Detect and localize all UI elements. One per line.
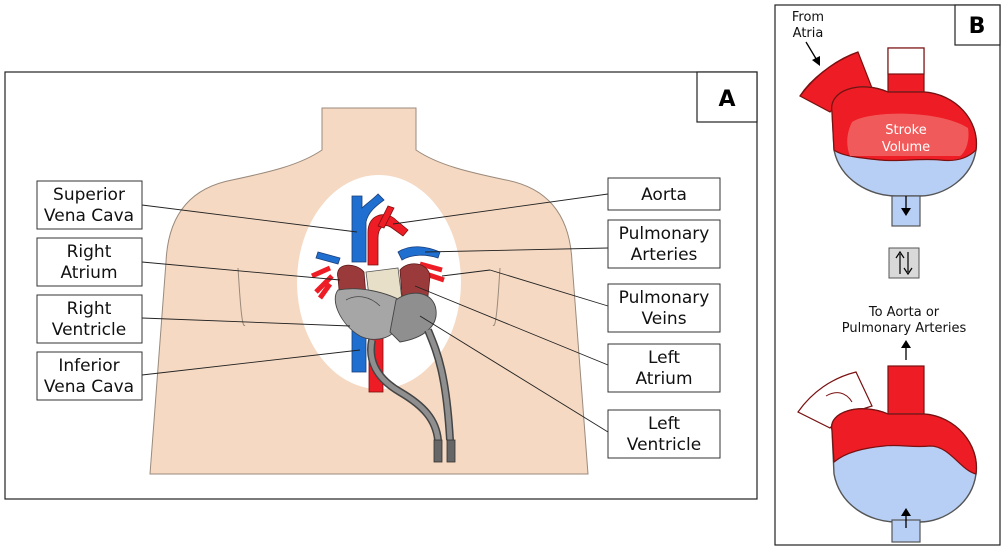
panel-a: Superior Vena Cava Right Atrium Right Ve… — [4, 71, 758, 500]
leader-lines — [141, 193, 609, 433]
from-atria-label: From — [792, 10, 824, 25]
label-aorta: Aorta — [607, 177, 721, 211]
svg-text:Atrium: Atrium — [635, 369, 692, 389]
label-pulmonary-arteries: Pulmonary Arteries — [607, 219, 721, 269]
label-right-atrium: Right Atrium — [36, 237, 143, 287]
label-left-ventricle: Left Ventricle — [607, 409, 721, 459]
svg-text:A: A — [718, 87, 735, 112]
pump-ejecting — [797, 365, 978, 543]
svg-text:Aorta: Aorta — [641, 185, 687, 205]
svg-text:Superior: Superior — [53, 185, 125, 205]
svg-text:Ventricle: Ventricle — [627, 435, 701, 455]
panel-a-letter: A — [696, 71, 758, 123]
heart-illustration — [310, 193, 456, 463]
svg-text:Arteries: Arteries — [631, 245, 698, 265]
svg-text:Right: Right — [67, 299, 112, 319]
label-pulmonary-veins: Pulmonary Veins — [607, 283, 721, 333]
panel-b: B From Atria Stroke Volume — [774, 4, 1001, 546]
to-aorta-label: To Aorta or — [868, 305, 940, 320]
label-inferior-vena-cava: Inferior Vena Cava — [36, 351, 143, 401]
svg-text:Vena Cava: Vena Cava — [44, 206, 134, 226]
svg-text:Ventricle: Ventricle — [52, 320, 126, 340]
stroke-volume-label: Stroke — [885, 123, 926, 138]
pump-filling: Stroke Volume — [799, 47, 978, 227]
label-superior-vena-cava: Superior Vena Cava — [36, 180, 143, 230]
svg-text:Inferior: Inferior — [58, 356, 119, 376]
svg-text:Pulmonary: Pulmonary — [619, 224, 710, 244]
svg-text:Atrium: Atrium — [60, 263, 117, 283]
label-right-ventricle: Right Ventricle — [36, 294, 143, 344]
svg-text:Veins: Veins — [641, 309, 686, 329]
panel-b-letter: B — [954, 4, 1001, 46]
label-left-atrium: Left Atrium — [607, 343, 721, 393]
svg-text:Right: Right — [67, 242, 112, 262]
svg-text:Left: Left — [648, 414, 680, 434]
svg-text:Pulmonary Arteries: Pulmonary Arteries — [842, 321, 967, 336]
svg-text:Pulmonary: Pulmonary — [619, 288, 710, 308]
cycle-swap-icon — [888, 247, 920, 279]
svg-text:Left: Left — [648, 348, 680, 368]
svg-text:Volume: Volume — [882, 140, 930, 155]
svg-text:B: B — [969, 14, 986, 39]
svg-text:Vena Cava: Vena Cava — [44, 377, 134, 397]
svg-text:Atria: Atria — [793, 26, 824, 41]
